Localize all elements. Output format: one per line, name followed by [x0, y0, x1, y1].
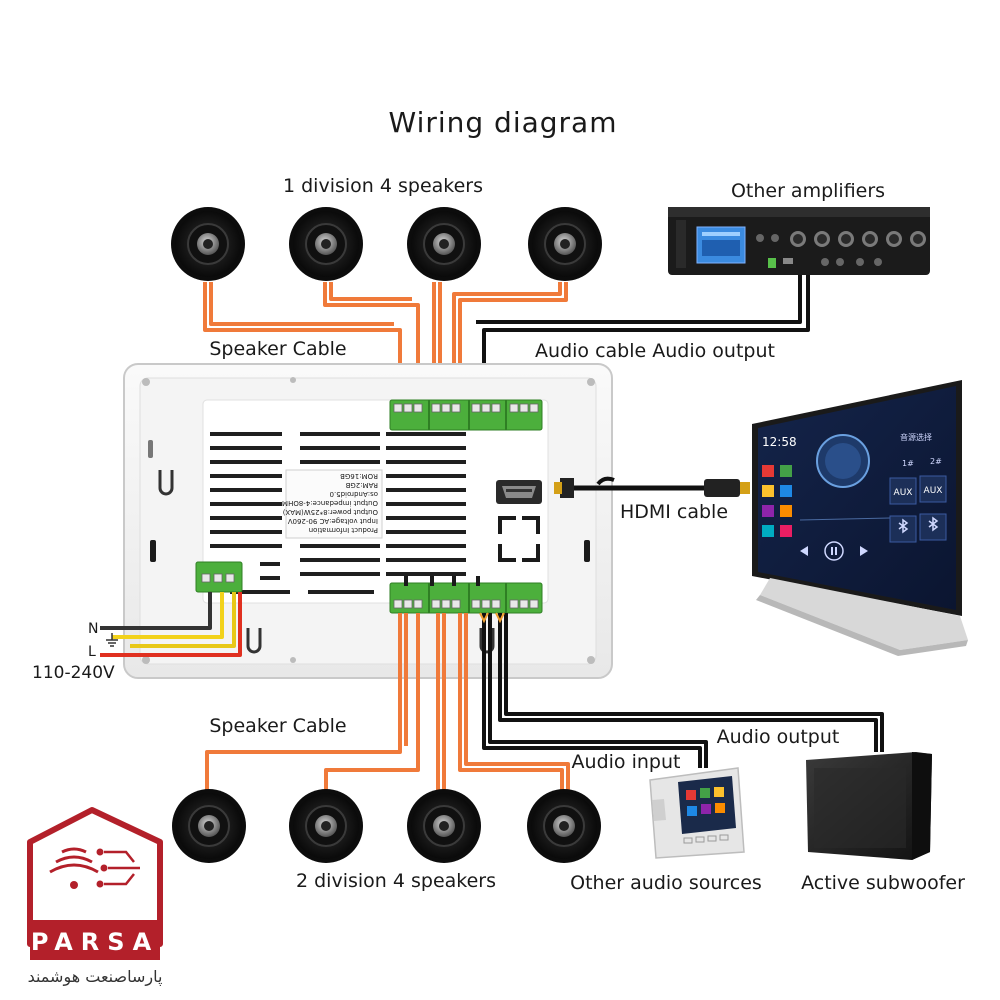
- product-info-label: Product Information Input voltage:AC 90-…: [282, 472, 378, 534]
- active-subwoofer-label: Active subwoofer: [801, 872, 965, 894]
- main-device-panel: Product Information Input voltage:AC 90-…: [123, 363, 613, 679]
- tv-time: 12:58: [762, 435, 797, 449]
- hdmi-cable-label: HDMI cable: [620, 501, 728, 523]
- product-info-line: ROM:16GB: [340, 472, 378, 480]
- hdmi-cable: [554, 476, 750, 498]
- bottom-audio-cables: [482, 613, 884, 768]
- subwoofer: [806, 752, 932, 860]
- power-terminal: [195, 561, 243, 593]
- voltage-label: 110-240V: [32, 663, 115, 683]
- tv-app-icons: [762, 465, 792, 537]
- power-wires: [100, 592, 242, 657]
- other-amplifier: [668, 207, 930, 275]
- top-terminal-block: [389, 399, 543, 431]
- panel-square-marker: [498, 516, 540, 562]
- bottom-audio-connectors: [479, 612, 505, 624]
- audio-cable-output-label: Audio cable Audio output: [535, 340, 775, 362]
- speaker-cable-top-label: Speaker Cable: [209, 338, 346, 360]
- speaker-bottom-2: [288, 788, 364, 864]
- l-label: L: [88, 644, 96, 660]
- tv-playback-controls: [800, 541, 868, 561]
- ground-icon: [106, 633, 118, 647]
- audio-source-panel: [649, 767, 745, 859]
- other-amplifiers-label: Other amplifiers: [731, 180, 885, 202]
- division2-label: 2 division 4 speakers: [296, 870, 496, 892]
- hdmi-port: [496, 480, 542, 504]
- tv-aux-2: AUX: [924, 486, 943, 496]
- logo-brand: PARSA: [31, 928, 159, 956]
- audio-input-label: Audio input: [572, 751, 681, 773]
- tv-channel-2: 2#: [930, 457, 942, 466]
- n-label: N: [88, 621, 98, 637]
- tv-sidebar-title: 音源选择: [900, 432, 932, 442]
- product-info-line: os:Android5.0: [330, 490, 378, 498]
- bluetooth-icon: [898, 516, 939, 534]
- speaker-bottom-1: [171, 788, 247, 864]
- product-info-line: Product Information: [309, 526, 378, 534]
- television: 12:58 音源选择 1# 2# AUX AUX: [752, 380, 968, 656]
- tv-aux-1: AUX: [894, 488, 913, 498]
- speaker-top-2: [288, 206, 364, 282]
- division1-label: 1 division 4 speakers: [283, 175, 483, 197]
- product-info-line: RAM:2GB: [345, 481, 378, 489]
- product-info-line: Output power:8*25W(MAX): [282, 508, 378, 516]
- other-audio-sources-label: Other audio sources: [570, 872, 762, 894]
- bottom-speaker-wires: [205, 613, 570, 790]
- tv-channel-1: 1#: [902, 459, 914, 468]
- audio-output-label: Audio output: [717, 726, 840, 748]
- panel-vents: [210, 432, 466, 594]
- speaker-top-1: [170, 206, 246, 282]
- diagram-title: Wiring diagram: [389, 106, 618, 139]
- speaker-top-3: [406, 206, 482, 282]
- speaker-top-4: [527, 206, 603, 282]
- speaker-bottom-3: [406, 788, 482, 864]
- logo-tagline: پارساصنعت هوشمند: [28, 967, 163, 987]
- product-info-line: Output impedance:4-8OHM: [282, 499, 378, 507]
- parsa-logo: PARSA پارساصنعت هوشمند: [27, 807, 163, 987]
- product-info-line: Input voltage:AC 90-260V: [288, 517, 378, 525]
- speaker-cable-bottom-label: Speaker Cable: [209, 715, 346, 737]
- speaker-bottom-4: [526, 788, 602, 864]
